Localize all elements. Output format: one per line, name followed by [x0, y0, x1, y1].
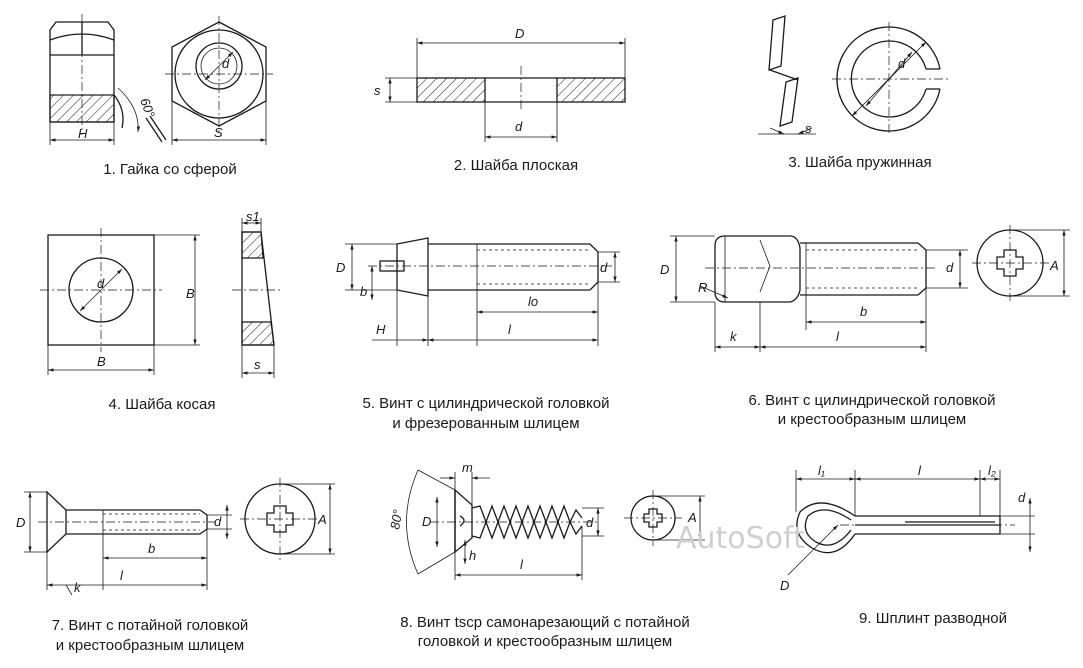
- label-s: s: [805, 121, 812, 136]
- caption-1: 1. Гайка со сферой: [103, 161, 237, 178]
- label-d: d: [600, 260, 608, 275]
- label-D: D: [780, 578, 789, 593]
- label-d: d: [515, 119, 523, 134]
- label-b: b: [148, 541, 155, 556]
- label-angle-80: 80°: [387, 509, 405, 531]
- screw6-head-end-view: [972, 225, 1050, 301]
- label-d: d: [1018, 490, 1026, 505]
- label-D: D: [336, 260, 345, 275]
- label-angle-60: 60°: [137, 96, 158, 120]
- figure-slotted-cheese-head-screw: D b d lo H l: [336, 237, 620, 346]
- label-D: D: [422, 514, 431, 529]
- label-A: A: [317, 512, 327, 527]
- figure-tapered-washer: d B B s1 s: [40, 209, 282, 378]
- label-l2: l₂: [988, 463, 996, 478]
- figure-split-pin: l₁ l l₂ d D: [780, 463, 1035, 593]
- split-pin-dimensions: l₁ l l₂ d D: [780, 463, 1035, 593]
- caption-9: 9. Шплинт разводной: [859, 610, 1007, 627]
- label-S: S: [214, 125, 223, 140]
- caption-7-line-2: и крестообразным шлицем: [55, 637, 245, 654]
- label-l: l: [836, 329, 840, 344]
- label-m: m: [462, 460, 473, 475]
- label-l: l: [918, 463, 922, 478]
- label-h: h: [469, 548, 476, 563]
- caption-7-line-1: 7. Винт с потайной головкой: [51, 617, 249, 634]
- figure-flat-washer: D s d: [374, 26, 626, 142]
- screw6-dimensions: D R d A b k l: [660, 229, 1070, 352]
- label-D: D: [660, 262, 669, 277]
- caption-6-line-1: 6. Винт с цилиндрической головкой: [748, 392, 996, 409]
- label-d: d: [97, 276, 105, 291]
- caption-6-line-2: и крестообразным шлицем: [777, 411, 967, 428]
- label-d: d: [222, 56, 230, 71]
- caption-5-line-1: 5. Винт с цилиндрической головкой: [362, 395, 610, 412]
- spring-washer-side: s: [758, 15, 816, 136]
- label-lo: lo: [528, 294, 538, 309]
- label-s1: s1: [246, 209, 260, 224]
- label-R: R: [698, 280, 707, 295]
- figure-nut-with-sphere: H 60° d S: [49, 14, 273, 145]
- label-D: D: [16, 515, 25, 530]
- figure-cross-recess-cheese-head-screw: D R d A b k l: [660, 225, 1070, 352]
- caption-5-line-2: и фрезерованным шлицем: [392, 415, 580, 432]
- label-s: s: [254, 357, 261, 372]
- label-H: H: [376, 322, 386, 337]
- flat-washer-dimensions: D s d: [374, 26, 626, 142]
- label-A: A: [1049, 258, 1059, 273]
- caption-4: 4. Шайба косая: [108, 396, 216, 413]
- figure-spring-washer: s d: [758, 15, 950, 136]
- figure-self-tapping-screw: m D 80° d A h l: [387, 460, 705, 580]
- label-l: l: [508, 322, 512, 337]
- spring-washer-top: d: [832, 22, 950, 136]
- label-B-horizontal: B: [97, 354, 106, 369]
- label-d: d: [214, 514, 222, 529]
- nut-top-view: d S: [165, 16, 273, 145]
- nut-dimensions: H 60°: [49, 87, 167, 145]
- caption-8-line-1: 8. Винт tscp самонарезающий с потайной: [400, 614, 690, 631]
- screw8-head-end-view: [624, 490, 682, 546]
- label-H: H: [78, 126, 88, 141]
- label-b: b: [860, 304, 867, 319]
- tapered-washer-side: s1 s: [232, 209, 282, 378]
- nut-side-view: [49, 14, 124, 135]
- label-s: s: [374, 83, 381, 98]
- label-d: d: [898, 56, 906, 71]
- caption-8-line-2: головкой и крестообразным шлицем: [417, 633, 673, 650]
- label-l: l: [120, 568, 124, 583]
- caption-2: 2. Шайба плоская: [453, 157, 579, 174]
- screw7-dimensions: D d A b l k: [16, 483, 335, 596]
- label-D: D: [515, 26, 524, 41]
- caption-3: 3. Шайба пружинная: [788, 154, 932, 171]
- label-B-vertical: B: [186, 286, 195, 301]
- label-b: b: [360, 284, 367, 299]
- label-d: d: [946, 260, 954, 275]
- screw8-dimensions: m D 80° d A h l: [387, 460, 705, 580]
- label-l1: l₁: [818, 463, 825, 478]
- label-d: d: [586, 515, 594, 530]
- watermark: AutoSoft: [676, 521, 805, 556]
- screw5-dimensions: D b d lo H l: [336, 243, 620, 346]
- figure-countersunk-screw: D d A b l k: [16, 478, 335, 596]
- label-A: A: [687, 510, 697, 525]
- screw7-head-end-view: [240, 478, 320, 560]
- label-k: k: [730, 329, 738, 344]
- label-k: k: [74, 580, 82, 595]
- label-l: l: [520, 557, 524, 572]
- tapered-washer-front: d B B: [40, 228, 200, 375]
